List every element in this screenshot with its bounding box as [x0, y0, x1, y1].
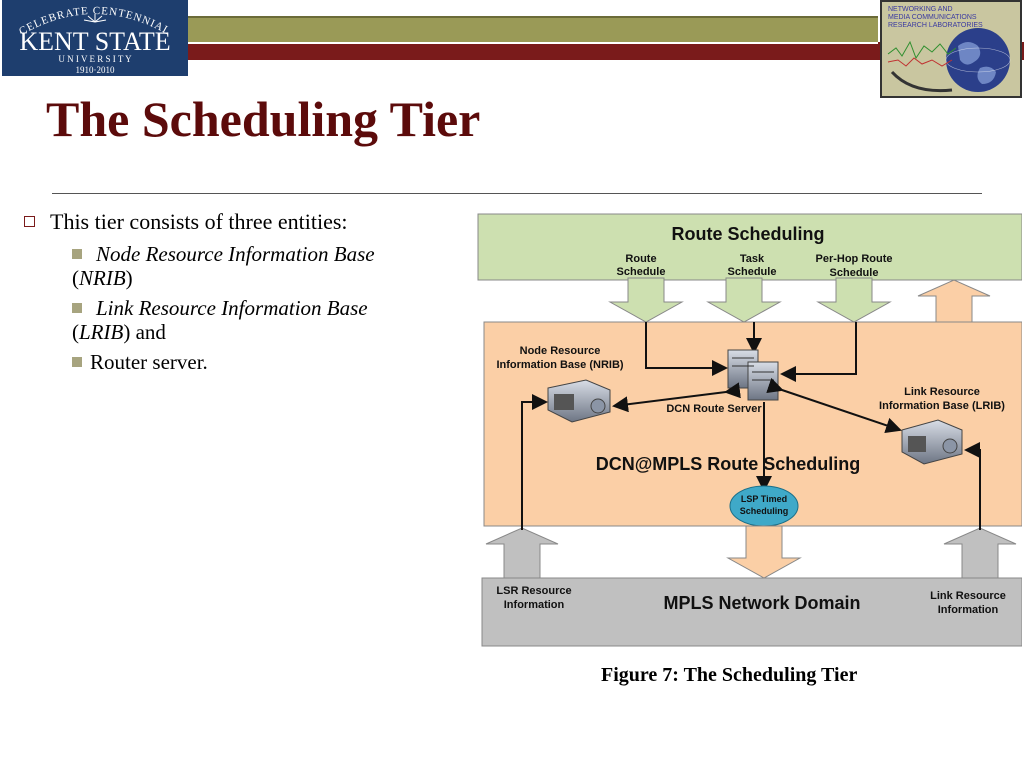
link-info-label-2: Information — [938, 604, 999, 616]
logo-university-text: U N I V E R S I T Y — [58, 54, 132, 64]
task-schedule-arrow — [706, 277, 782, 323]
kent-state-logo: CELEBRATE CENTENNIAL KENT STATE U N I V … — [2, 0, 188, 76]
lsr-to-nrib-line — [521, 394, 548, 530]
route-to-server-line — [645, 322, 728, 376]
header-stripe — [188, 16, 878, 60]
dcn-route-server-label: DCN Route Server — [666, 403, 762, 415]
kent-state-logo-art: CELEBRATE CENTENNIAL KENT STATE U N I V … — [17, 5, 172, 75]
nrib-name: Node Resource Information Base — [96, 242, 375, 266]
lsp-down-arrow — [726, 525, 802, 579]
server-lrib-link — [766, 377, 902, 434]
antenna-arc-icon — [890, 70, 953, 93]
bullet-main-text: This tier consists of three entities: — [50, 209, 348, 234]
lsr-info-label-2: Information — [504, 599, 565, 611]
logo-kent-state-text: KENT STATE — [19, 27, 170, 56]
task-schedule-label-2: Schedule — [728, 266, 777, 278]
square-bullet-icon — [72, 249, 82, 259]
lrib-up-arrow — [917, 279, 991, 323]
perhop-to-server-line — [780, 322, 857, 382]
per-hop-label-2: Schedule — [830, 267, 879, 279]
lrib-suffix: and — [130, 320, 166, 344]
router-text: Router server. — [90, 350, 208, 374]
olive-stripe — [188, 16, 878, 42]
lsr-up-arrow — [485, 527, 559, 579]
mpls-domain-title: MPLS Network Domain — [663, 593, 860, 613]
lrib-label-1: Link Resource — [904, 386, 980, 398]
sub-bullet-lrib: Link Resource Information Base (LRIB) an… — [72, 296, 368, 344]
linkinfo-to-lrib-line — [964, 442, 981, 530]
lab-logo-text-1: NETWORKING AND — [888, 6, 953, 13]
mpls-network-domain-box — [481, 577, 1022, 647]
lab-logo-text-3: RESEARCH LABORATORIES — [888, 22, 983, 29]
bullet-main: This tier consists of three entities: — [22, 208, 452, 236]
lrib-server-icon — [901, 419, 963, 465]
square-bullet-icon — [72, 357, 82, 367]
maroon-stripe — [188, 44, 878, 60]
route-scheduling-title: Route Scheduling — [672, 224, 825, 244]
link-info-up-arrow — [943, 527, 1017, 579]
logo-sunburst-icon — [83, 14, 107, 23]
server-nrib-link — [612, 382, 741, 413]
link-info-label-1: Link Resource — [930, 590, 1006, 602]
lrib-label-2: Information Base (LRIB) — [879, 400, 1005, 412]
lrib-name: Link Resource Information Base — [96, 296, 368, 320]
waveform-icon-2 — [887, 57, 953, 67]
nrib-label-1: Node Resource — [520, 345, 601, 357]
nrib-label-2: Information Base (NRIB) — [496, 359, 623, 371]
sub-bullet-nrib: Node Resource Information Base (NRIB) — [72, 242, 375, 290]
route-scheduling-box — [477, 213, 1022, 281]
lsr-info-label-1: LSR Resource — [496, 585, 571, 597]
logo-years-text: 1910·2010 — [76, 65, 115, 75]
route-schedule-label-1: Route — [625, 253, 656, 265]
lab-logo: NETWORKING AND MEDIA COMMUNICATIONS RESE… — [880, 0, 1022, 98]
title-divider — [52, 193, 982, 194]
figure-caption: Figure 7: The Scheduling Tier — [601, 664, 858, 686]
lsp-label-2: Scheduling — [740, 506, 789, 516]
task-schedule-label-1: Task — [740, 253, 765, 265]
nrib-abbr: NRIB — [79, 266, 126, 290]
route-schedule-arrow — [608, 277, 684, 323]
scheduling-tier-diagram: Route Scheduling Route Schedule Task Sch… — [477, 213, 1022, 647]
sub-bullet-router: Router server. — [22, 350, 452, 374]
square-bullet-icon — [72, 303, 82, 313]
globe-icon — [945, 28, 1011, 92]
waveform-icon — [887, 40, 957, 60]
hollow-square-bullet-icon — [24, 216, 35, 227]
bullet-list: This tier consists of three entities: No… — [22, 208, 452, 374]
lab-logo-art: NETWORKING AND MEDIA COMMUNICATIONS RESE… — [882, 2, 1020, 96]
lab-logo-text-2: MEDIA COMMUNICATIONS — [888, 14, 977, 21]
lrib-abbr: LRIB — [79, 320, 124, 344]
lsp-label-1: LSP Timed — [741, 494, 787, 504]
nrib-server-icon — [547, 379, 611, 423]
route-schedule-label-2: Schedule — [617, 266, 666, 278]
page-title: The Scheduling Tier — [46, 91, 481, 147]
dcn-mpls-title: DCN@MPLS Route Scheduling — [596, 454, 861, 474]
per-hop-label-1: Per-Hop Route — [816, 253, 893, 265]
per-hop-arrow — [816, 277, 892, 323]
